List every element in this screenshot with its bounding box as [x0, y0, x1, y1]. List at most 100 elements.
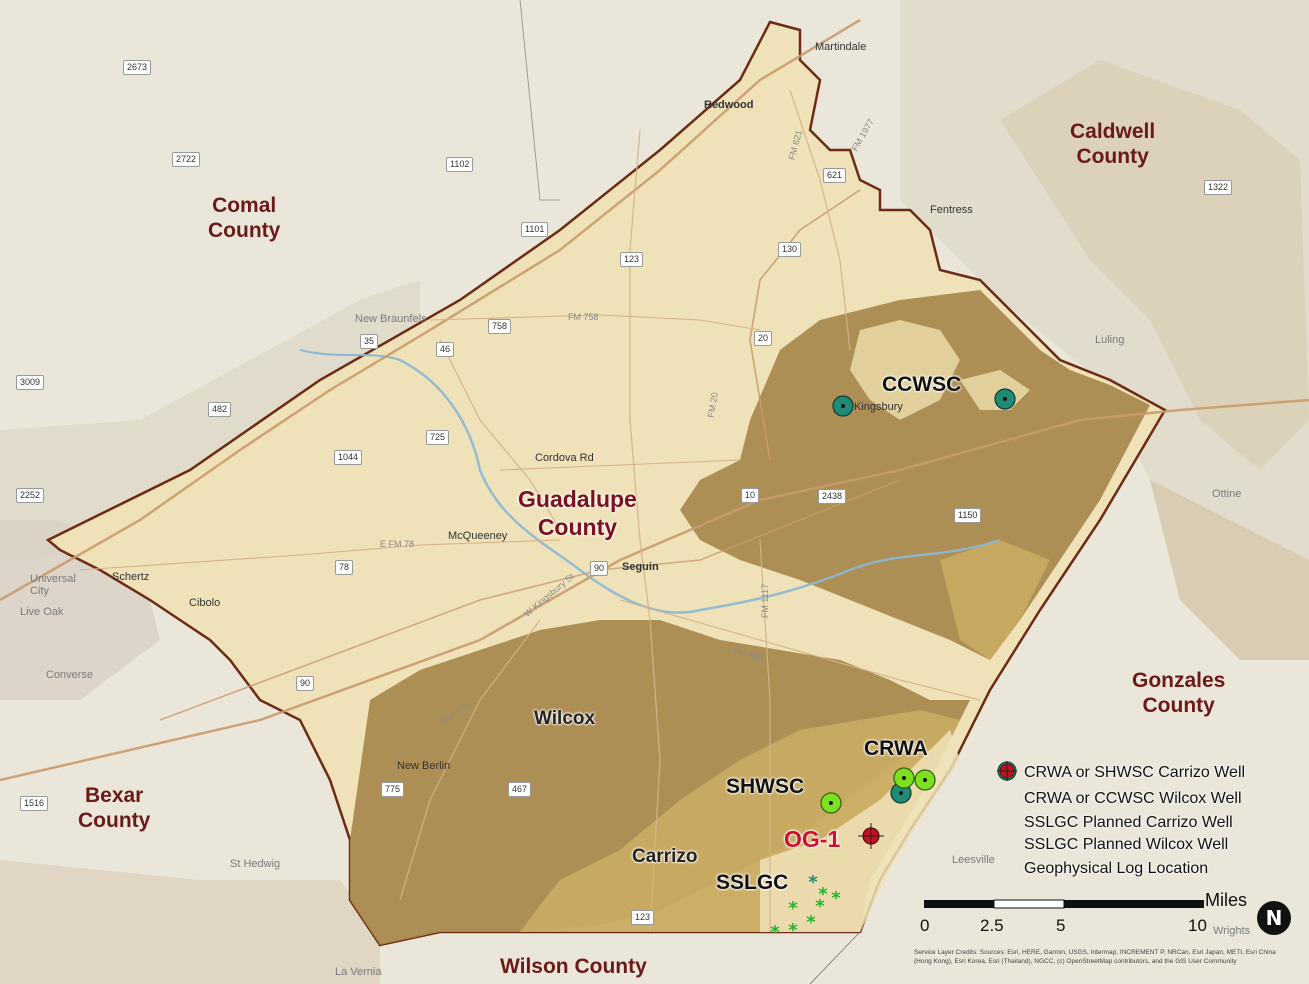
geology-label-wilcox: Wilcox — [534, 708, 596, 729]
road-shield: 2438 — [818, 489, 847, 504]
road-shield: 3009 — [16, 375, 45, 390]
terrain-caldwell — [1000, 60, 1309, 470]
town-label-fentress: Fentress — [930, 204, 973, 216]
county-line-south — [809, 931, 861, 984]
map-legend: CRWA or SHWSC Carrizo Well CRWA or CCWSC… — [996, 760, 1296, 882]
road-label-fm78: E FM 78 — [380, 539, 415, 549]
road-shield: 123 — [620, 252, 644, 267]
town-label-new-berlin: New Berlin — [397, 760, 451, 772]
road-shield: 725 — [426, 430, 450, 445]
scale-label: 0 — [920, 916, 930, 935]
north-arrow-icon: N — [1256, 900, 1292, 936]
town-label-luling: Luling — [1095, 334, 1125, 346]
town-label-st-hedwig: St Hedwig — [230, 858, 281, 870]
town-label-cibolo: Cibolo — [189, 597, 221, 609]
town-label-la-vernia: La Vernia — [335, 966, 382, 978]
road-shield: 1044 — [334, 450, 363, 465]
teal-asterisk-icon: * — [996, 760, 1024, 857]
county-label-wilson: Wilson County — [500, 955, 647, 978]
road-shield: 467 — [508, 782, 532, 797]
comal-river — [299, 349, 401, 361]
wilcox-outcrop-south — [350, 620, 970, 945]
road-shield: 2673 — [123, 60, 152, 75]
road-fm1117 — [759, 539, 771, 932]
town-label-live-oak: Live Oak — [20, 606, 64, 618]
legend-row-geophysical-log: Geophysical Log Location — [996, 761, 1296, 882]
legend-label: CRWA or CCWSC Wilcox Well — [1024, 790, 1242, 807]
scale-label: 5 — [1056, 916, 1066, 935]
teal-circle-icon — [996, 761, 1024, 811]
legend-row-carrizo-well: CRWA or SHWSC Carrizo Well — [996, 760, 1296, 786]
road-fm621 — [789, 89, 851, 351]
road-shield: 123 — [631, 910, 655, 925]
town-label-schertz: Schertz — [112, 571, 150, 583]
road-cordova — [499, 459, 741, 471]
road-fm466 — [619, 599, 981, 701]
legend-row-sslgc-carrizo: * SSLGC Planned Carrizo Well — [996, 760, 1296, 835]
legend-label: SSLGC Planned Carrizo Well — [1024, 814, 1233, 831]
wilcox-gaps-north — [850, 320, 1030, 420]
road-fm78 — [79, 539, 561, 571]
guadalupe-river — [399, 358, 1001, 614]
town-label-converse: Converse — [46, 669, 94, 681]
carrizo-outcrop-east — [940, 540, 1050, 660]
scale-unit-label: Miles — [1205, 890, 1248, 910]
svg-text:N: N — [1266, 906, 1283, 930]
green-asterisk-icon: * — [996, 760, 1024, 835]
road-shield: 2252 — [16, 488, 45, 503]
road-shield: 90 — [590, 561, 609, 576]
interstate-35 — [0, 18, 861, 602]
road-shield: 1102 — [446, 157, 474, 172]
town-label-seguin: Seguin — [622, 561, 659, 573]
highway-130 — [749, 189, 861, 461]
legend-row-sslgc-wilcox: * SSLGC Planned Wilcox Well — [996, 760, 1296, 857]
town-label-mcqueeney: McQueeney — [448, 530, 508, 542]
well-group-label-og1: OG-1 — [784, 826, 841, 852]
road-shield: 1516 — [20, 796, 49, 811]
legend-row-wilcox-well: CRWA or CCWSC Wilcox Well — [996, 761, 1296, 812]
legend-label: SSLGC Planned Wilcox Well — [1024, 836, 1229, 853]
highway-46 — [439, 339, 561, 531]
road-shield: 621 — [823, 168, 847, 183]
town-label-leesville: Leesville — [952, 854, 995, 866]
town-label-universal-city: Universal City — [30, 573, 76, 597]
road-shield: 20 — [754, 331, 773, 346]
scale-label: 10 — [1188, 916, 1207, 935]
road-shield: 90 — [296, 676, 315, 691]
well-group-label-shwsc: SHWSC — [726, 775, 805, 798]
road-fm775 — [399, 619, 541, 901]
legend-label: CRWA or SHWSC Carrizo Well — [1024, 764, 1246, 781]
town-label-new-braunfels: New Braunfels — [355, 313, 427, 325]
town-label-kingsbury: Kingsbury — [854, 401, 903, 413]
highway-123 — [629, 129, 661, 933]
town-label-martindale: Martindale — [815, 41, 867, 53]
road-shield: 758 — [488, 319, 512, 334]
scale-bar: 0 2.5 5 10 Miles — [920, 890, 1247, 935]
road-shield: 46 — [436, 342, 455, 357]
interstate-10 — [0, 398, 1309, 782]
geology-label-carrizo: Carrizo — [632, 846, 698, 867]
road-shield: 10 — [741, 488, 760, 503]
road-shield: 78 — [335, 560, 354, 575]
terrain-gonzales — [1150, 480, 1309, 660]
county-line-west — [519, 0, 560, 201]
road-label-fm1117: FM 1117 — [760, 583, 771, 619]
road-label-cordova: Cordova Rd — [535, 452, 594, 464]
red-circle-icon — [996, 761, 1024, 881]
road-shield: 1101 — [521, 222, 549, 237]
road-shield: 2722 — [172, 152, 201, 167]
scale-label: 2.5 — [980, 916, 1004, 935]
well-group-label-sslgc: SSLGC — [716, 871, 789, 894]
road-shield: 482 — [208, 402, 232, 417]
terrain-bexar-south — [0, 860, 380, 984]
road-shield: 1150 — [954, 508, 982, 523]
well-group-label-crwa: CRWA — [864, 737, 928, 760]
service-credits: Service Layer Credits: Sources: Esri, HE… — [914, 949, 1276, 965]
road-fm758 — [429, 314, 761, 331]
